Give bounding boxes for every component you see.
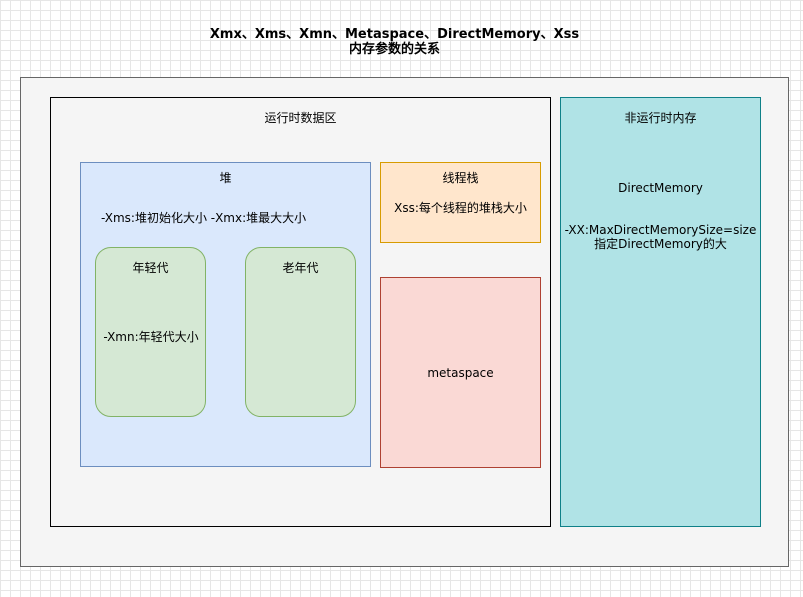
thread-stack-label: 线程栈 — [442, 171, 479, 185]
thread-stack-box: 线程栈 Xss:每个线程的堆栈大小 — [380, 162, 541, 243]
old-generation-label: 老年代 — [282, 261, 319, 275]
young-generation-label: 年轻代 — [132, 261, 169, 275]
direct-memory-label: DirectMemory — [618, 181, 703, 195]
title-line-1: Xmx、Xms、Xmn、Metaspace、DirectMemory、Xss — [209, 27, 580, 42]
old-generation-box: 老年代 — [245, 247, 356, 417]
diagram-title: Xmx、Xms、Xmn、Metaspace、DirectMemory、Xss 内… — [0, 27, 789, 57]
young-generation-param: -Xmn:年轻代大小 — [103, 330, 199, 344]
direct-memory-param-line-2: 指定DirectMemory的大 — [594, 237, 727, 251]
runtime-data-area-label: 运行时数据区 — [264, 111, 337, 125]
non-runtime-memory-label: 非运行时内存 — [624, 111, 697, 125]
non-runtime-memory-box: 非运行时内存 DirectMemory -XX:MaxDirectMemoryS… — [560, 97, 761, 527]
thread-stack-param: Xss:每个线程的堆栈大小 — [394, 201, 527, 215]
metaspace-label: metaspace — [427, 366, 494, 380]
title-line-2: 内存参数的关系 — [348, 42, 440, 57]
young-generation-box: 年轻代 -Xmn:年轻代大小 — [95, 247, 206, 417]
metaspace-box: metaspace — [380, 277, 541, 468]
direct-memory-param-line-1: -XX:MaxDirectMemorySize=size — [564, 223, 757, 237]
heap-params: -Xms:堆初始化大小 -Xmx:堆最大大小 — [101, 211, 307, 225]
heap-label: 堆 — [219, 171, 232, 185]
